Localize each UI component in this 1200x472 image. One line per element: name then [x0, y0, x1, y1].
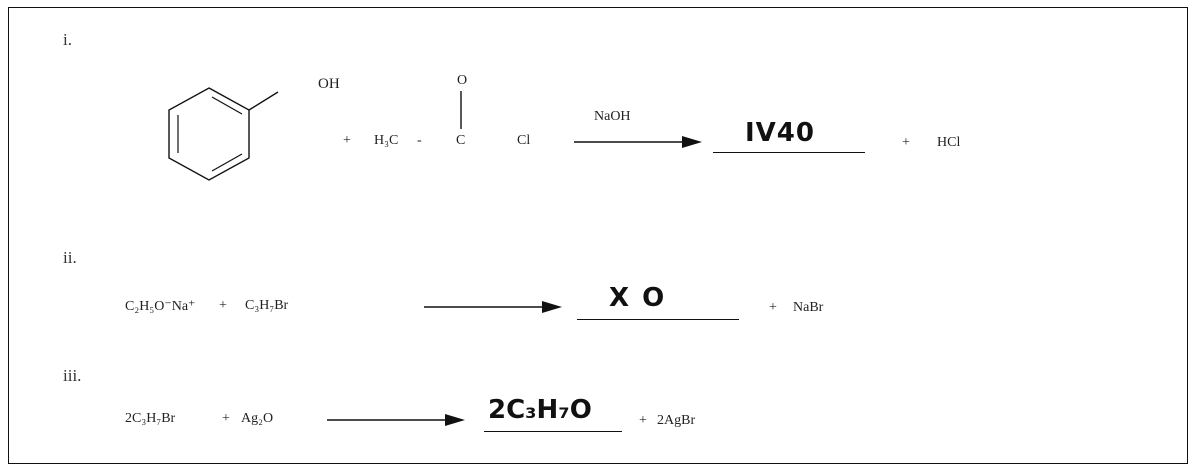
reaction-3-label: iii. — [63, 366, 82, 385]
bond-dash: - — [417, 133, 422, 148]
reaction-3-answer: 2C₃H₇O — [488, 395, 592, 425]
reaction-2-plus-1: + — [219, 298, 227, 313]
reaction-1-byproduct: HCl — [937, 135, 961, 150]
reaction-1-plus-1: + — [343, 133, 351, 148]
reaction-2-reactant-2: C₃H₇Br — [245, 298, 289, 313]
reaction-1-plus-2: + — [902, 135, 910, 150]
reaction-1-arrow — [574, 136, 702, 148]
reaction-3-answer-blank[interactable]: 2C₃H₇O — [484, 395, 622, 432]
reaction-2-reactant-1: C₂H₅O⁻Na⁺ — [125, 299, 196, 314]
reaction-3-reactant-2: Ag₂O — [241, 411, 274, 426]
reaction-1-answer: IV40 — [745, 118, 815, 148]
reaction-1-reagent: NaOH — [594, 109, 631, 124]
methyl-group: H₃C — [374, 133, 399, 148]
reaction-3-arrow — [327, 414, 465, 426]
reaction-3-plus-2: + — [639, 413, 647, 428]
reaction-3-plus-1: + — [222, 411, 230, 426]
reaction-2-byproduct: NaBr — [793, 300, 824, 315]
reaction-3-byproduct: 2AgBr — [657, 413, 696, 428]
chlorine-atom: Cl — [517, 133, 531, 148]
reaction-2-plus-2: + — [769, 300, 777, 315]
carbonyl-carbon: C — [456, 133, 466, 148]
reaction-2-arrow — [424, 301, 562, 313]
reaction-1-answer-blank[interactable]: IV40 — [713, 118, 865, 153]
reaction-2-label: ii. — [63, 248, 77, 267]
reaction-1-label: i. — [63, 30, 72, 49]
benzene-ring — [168, 87, 279, 181]
worksheet-frame: i. OH + H₃C - C O Cl NaOH IV40 + HCl ii.… — [8, 7, 1188, 464]
reaction-3-reactant-1: 2C₃H₇Br — [125, 411, 176, 426]
carbonyl-bond — [460, 91, 462, 129]
reaction-2-answer: X O — [609, 283, 667, 313]
reaction-2-answer-blank[interactable]: X O — [577, 283, 739, 320]
carbonyl-oxygen: O — [457, 73, 468, 88]
hydroxyl-group: OH — [318, 76, 340, 92]
